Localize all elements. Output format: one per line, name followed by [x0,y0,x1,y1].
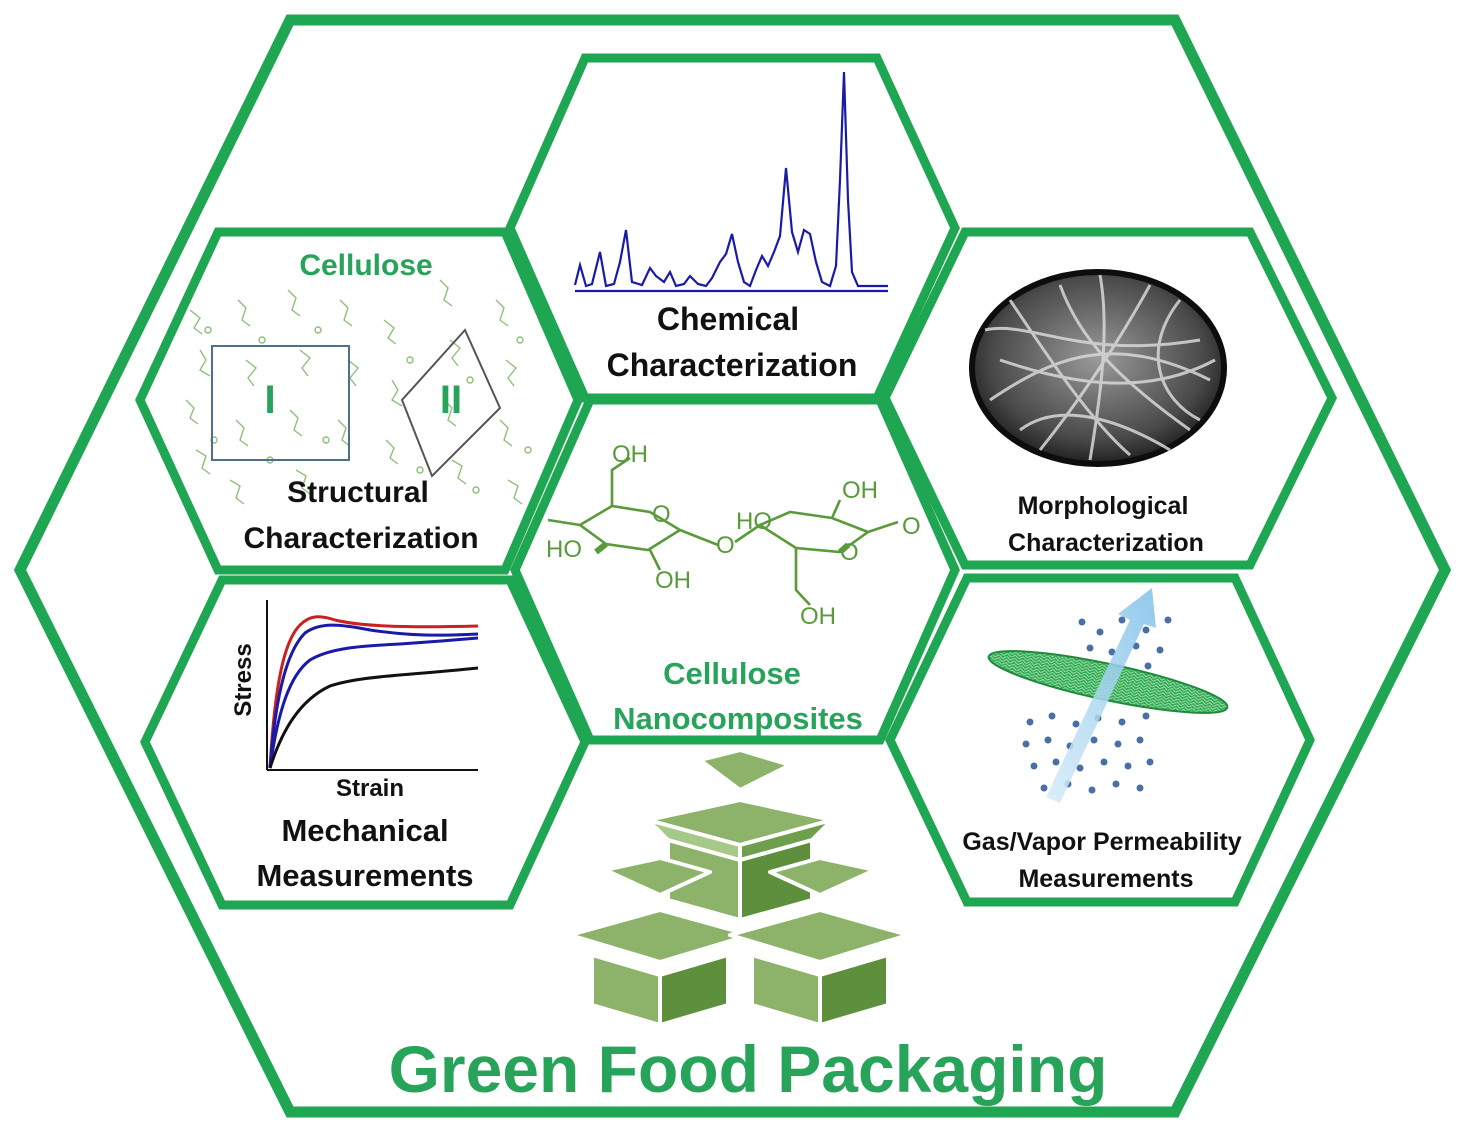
permeability-panel: Gas/Vapor Permeability Measurements [885,573,1315,907]
curve-black [268,666,479,769]
nanocomposites-line1: Cellulose [663,656,801,691]
chemical-panel: Chemical Characterization [505,53,960,403]
nanocomposites-line2: Nanocomposites [613,701,863,736]
form-i-label: I [264,378,275,422]
molecule-o-end: O [902,513,921,540]
mech-xlabel: Strain [336,775,404,802]
structural-heading: Cellulose [299,249,432,282]
cellobiose-molecule-icon [547,456,899,606]
chemical-line1: Chemical [657,301,799,337]
curve-blue-2 [268,636,479,769]
molecule-ho-mid: HO [736,508,772,535]
molecule-ho-left: HO [546,536,582,563]
boxes-icon [568,748,910,1027]
mechanical-hexagon [140,575,590,910]
form-ii-label: II [440,378,462,422]
molecule-o-ring-right: O [840,539,859,566]
molecule-oh-bottom: OH [655,567,691,594]
sem-fiber-strands [984,274,1216,461]
morphological-panel: Morphological Characterization [880,227,1338,570]
structural-line2: Characterization [243,522,478,555]
chemical-line2: Characterization [607,347,858,383]
morphological-line1: Morphological [1018,492,1189,520]
ir-spectrum-icon [573,71,888,288]
permeability-line1: Gas/Vapor Permeability [962,828,1241,856]
structural-panel: I II Cellulose Structural Characterizati… [135,227,583,575]
sem-fibers-icon [969,269,1227,467]
mechanical-line1: Mechanical [281,813,448,848]
stress-strain-icon: Stress Strain [230,600,479,802]
molecule-o-ring-left: O [652,501,671,528]
mechanical-line2: Measurements [256,858,473,893]
unit-cell-ii [400,328,502,478]
structural-line1: Structural [287,476,429,509]
permeability-line2: Measurements [1018,865,1193,893]
structural-hexagon [135,227,583,575]
molecule-oh-top: OH [612,441,648,468]
unit-cell-i [211,345,350,461]
nanocomposites-hexagon [510,395,960,745]
morphological-line2: Characterization [1008,529,1204,557]
membrane-permeation-icon [987,588,1229,803]
mech-ylabel: Stress [230,643,257,716]
molecule-oh-bottom-right: OH [800,603,836,630]
curve-red [268,615,479,769]
mechanical-panel: Stress Strain Mechanical Measurements [140,575,590,910]
permeation-arrow [1046,588,1156,803]
nanocomposites-panel: OH O HO OH O HO OH O O OH Cellulose Nano… [510,395,960,745]
molecule-oh-right-top: OH [842,477,878,504]
molecule-o-bridge: O [716,532,735,559]
page-title: Green Food Packaging [389,1032,1108,1106]
curve-blue-1 [268,623,479,769]
